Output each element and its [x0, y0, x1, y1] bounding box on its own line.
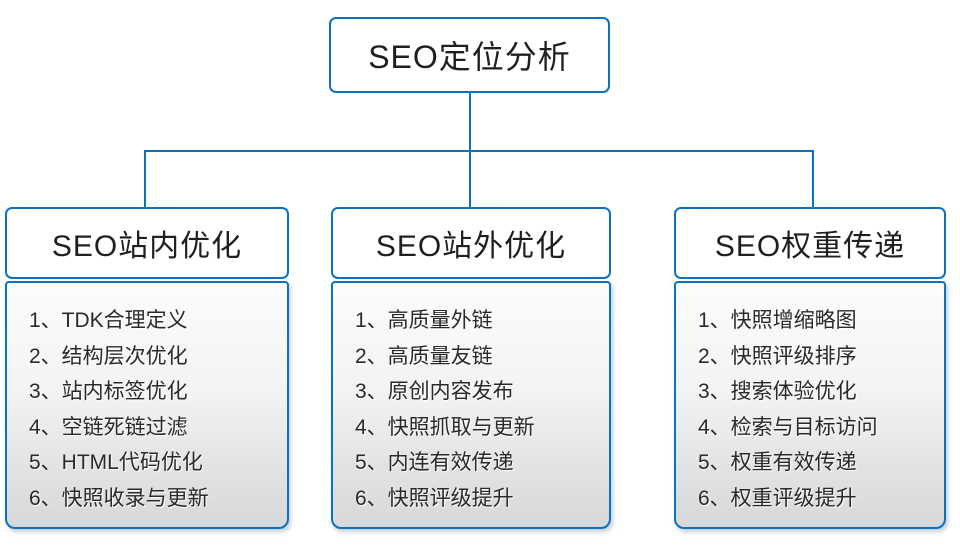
- list-item: 2、高质量友链: [355, 344, 493, 368]
- list-item: 2、结构层次优化: [29, 344, 188, 368]
- branch-node-weight-label: SEO权重传递: [714, 230, 906, 263]
- list-item: 3、原创内容发布: [355, 380, 514, 403]
- list-item: 6、快照评级提升: [355, 486, 514, 510]
- branch-list-weight-items: 1、快照增缩略图 2、快照评级排序 3、搜索体验优化 4、检索与目标访问 5、权…: [676, 283, 944, 516]
- root-node: SEO定位分析: [329, 17, 610, 93]
- branch-list-onsite-items: 1、TDK合理定义 2、结构层次优化 3、站内标签优化 4、空链死链过滤 5、H…: [7, 283, 287, 516]
- list-item: 2、快照评级排序: [698, 344, 857, 368]
- connector-horizontal: [144, 150, 814, 152]
- branch-list-offsite: 1、高质量外链 2、高质量友链 3、原创内容发布 4、快照抓取与更新 5、内连有…: [331, 281, 611, 529]
- branch-node-onsite-label: SEO站内优化: [51, 230, 243, 263]
- list-item: 5、HTML代码优化: [29, 451, 203, 474]
- list-item: 1、高质量外链: [355, 309, 493, 332]
- list-item: 4、快照抓取与更新: [355, 415, 535, 439]
- list-item: 3、站内标签优化: [29, 380, 188, 403]
- list-item: 4、检索与目标访问: [698, 415, 878, 439]
- branch-node-offsite: SEO站外优化: [331, 207, 611, 279]
- branch-list-offsite-items: 1、高质量外链 2、高质量友链 3、原创内容发布 4、快照抓取与更新 5、内连有…: [333, 283, 609, 516]
- connector-left-vertical: [144, 150, 146, 208]
- list-item: 1、TDK合理定义: [29, 309, 188, 332]
- list-item: 4、空链死链过滤: [29, 415, 188, 439]
- connector-right-vertical: [812, 150, 814, 208]
- list-item: 1、快照增缩略图: [698, 309, 857, 332]
- branch-list-weight: 1、快照增缩略图 2、快照评级排序 3、搜索体验优化 4、检索与目标访问 5、权…: [674, 281, 946, 529]
- list-item: 5、内连有效传递: [355, 451, 514, 474]
- list-item: 6、权重评级提升: [698, 486, 857, 510]
- list-item: 3、搜索体验优化: [698, 380, 857, 403]
- branch-node-weight: SEO权重传递: [674, 207, 946, 279]
- list-item: 5、权重有效传递: [698, 451, 857, 474]
- root-node-label: SEO定位分析: [368, 39, 571, 75]
- branch-node-onsite: SEO站内优化: [5, 207, 289, 279]
- branch-list-onsite: 1、TDK合理定义 2、结构层次优化 3、站内标签优化 4、空链死链过滤 5、H…: [5, 281, 289, 529]
- connector-middle-vertical: [469, 150, 471, 208]
- connector-root-vertical: [469, 92, 471, 152]
- branch-node-offsite-label: SEO站外优化: [375, 230, 567, 263]
- list-item: 6、快照收录与更新: [29, 486, 209, 510]
